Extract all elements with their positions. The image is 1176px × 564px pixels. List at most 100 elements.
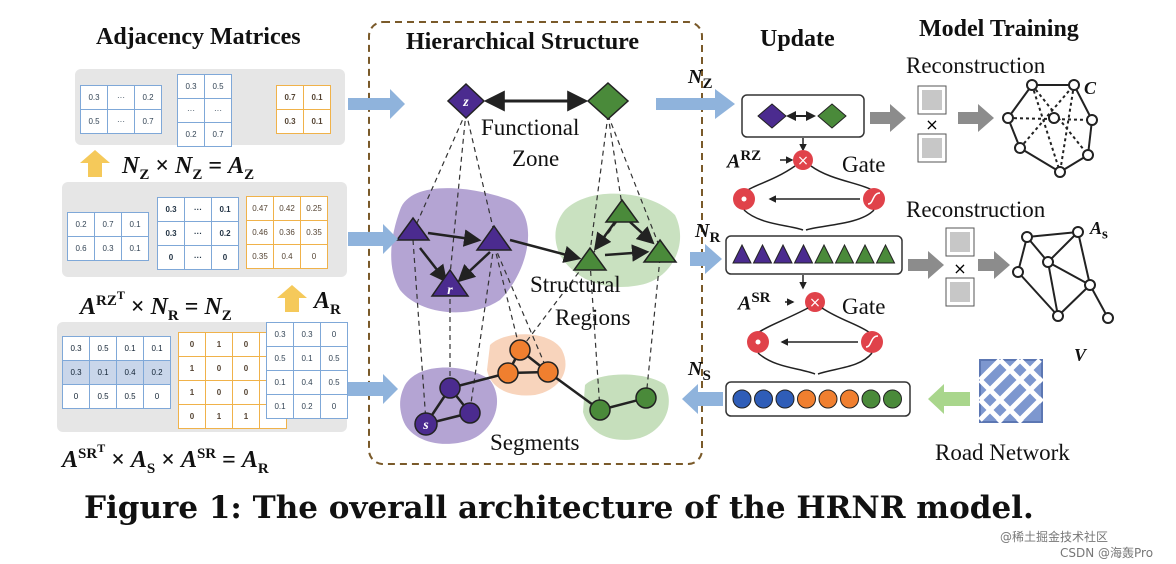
update-region-box <box>725 235 903 275</box>
label-asr: ASR <box>738 290 771 315</box>
segment-node <box>439 377 461 399</box>
update-region-node <box>773 243 793 264</box>
title-update: Update <box>760 26 835 52</box>
hierarchy-dashes <box>412 111 661 423</box>
matrix-cell: 0.3 <box>293 322 321 347</box>
region-node-r <box>430 268 470 297</box>
update-zone-node-green <box>817 103 847 129</box>
matrix-cell: 0.5 <box>89 384 117 409</box>
equation-1: NZ × NZ = AZ <box>122 153 255 183</box>
matrix-cell: 0.1 <box>121 212 149 237</box>
arrow-blue-3 <box>348 374 398 404</box>
matrix-cell: 0 <box>300 244 328 269</box>
matrix-cell: 0.3 <box>276 109 304 134</box>
arrow-gray-4 <box>978 251 1010 279</box>
matrix-cell: 0.7 <box>134 109 162 134</box>
matrix-cell: 1 <box>178 380 206 405</box>
arrow-blue-2 <box>348 224 398 254</box>
matrix-cell: ··· <box>184 221 212 246</box>
gate-sigmoid-2 <box>861 331 883 353</box>
update-region-node <box>834 243 855 264</box>
matrix-cell: 0 <box>211 245 239 270</box>
update-segment-node <box>732 389 752 409</box>
label-ns: NS <box>688 358 711 384</box>
matrix-cell: 0.4 <box>273 244 301 269</box>
equation-2: ARZT × NR = NZ <box>80 288 232 324</box>
arrow-ns <box>682 384 723 414</box>
update-segment-node <box>775 389 795 409</box>
matrix-cell: 0.3 <box>94 236 122 261</box>
matrix-cell: 0.3 <box>62 336 90 361</box>
matrix-cell: 0.5 <box>204 74 232 99</box>
matrix-cell: 0.1 <box>89 360 117 385</box>
matrix-cell: 0.4 <box>116 360 144 385</box>
gate-multiply-2-symbol: × <box>809 295 821 311</box>
matrix-cell: 0.3 <box>80 85 108 110</box>
matrix-cell: 0 <box>205 356 233 381</box>
watermark-juejin: @稀土掘金技术社区 <box>1000 530 1109 544</box>
svg-text:×: × <box>953 259 966 278</box>
arrow-gray-2 <box>958 104 994 132</box>
matrix-cell: 1 <box>205 404 233 429</box>
matrix-cell: ··· <box>184 197 212 222</box>
matrix-cell: 0.1 <box>293 346 321 371</box>
matrix-cell: 0 <box>232 356 260 381</box>
matrix-cell: 0.5 <box>320 370 348 395</box>
matrix-cell: 0 <box>320 394 348 419</box>
matrix-cell: ··· <box>204 98 232 123</box>
matrix-cell: 0.2 <box>67 212 95 237</box>
matrix-cell: 0.1 <box>116 336 144 361</box>
matrix-cell: 0.2 <box>134 85 162 110</box>
label-zone: Zone <box>512 146 560 171</box>
arrow-yellow-3 <box>277 285 307 312</box>
region-node-2 <box>475 224 513 251</box>
matrix-cell: 0.1 <box>211 197 239 222</box>
equation-2-tail: AR <box>314 288 341 318</box>
update-segment-node <box>754 389 773 409</box>
watermark-csdn: CSDN @海轰Pro <box>1060 546 1154 560</box>
matrix-cell: 0 <box>320 322 348 347</box>
graph-as <box>1012 226 1114 324</box>
gate-sigmoid-1 <box>863 188 885 210</box>
label-structural: Structural <box>530 272 621 297</box>
update-segment-node <box>840 389 859 409</box>
region-node-3 <box>604 198 640 223</box>
segment-node-s-label: s <box>422 418 429 433</box>
figure-caption: Figure 1: The overall architecture of th… <box>84 490 1034 526</box>
matrix-cell: 1 <box>232 404 260 429</box>
update-segment-row <box>732 389 902 409</box>
noise-squares-2: × <box>945 227 975 307</box>
label-reconstruction-2: Reconstruction <box>906 197 1046 222</box>
matrix-cell: 0.1 <box>121 236 149 261</box>
svg-text:×: × <box>925 115 938 134</box>
update-region-node <box>793 243 814 264</box>
matrix-cell: ··· <box>184 245 212 270</box>
matrix-cell: 0 <box>178 404 206 429</box>
arrow-gray-1 <box>870 104 906 132</box>
matrix-cell: 0 <box>232 380 260 405</box>
matrix-cell: 0.2 <box>143 360 171 385</box>
matrix-cell: ··· <box>107 109 135 134</box>
segment-node <box>537 361 559 383</box>
matrix-cell: 0.7 <box>204 122 232 147</box>
matrix-cell: ··· <box>107 85 135 110</box>
matrix-cell: 0 <box>62 384 90 409</box>
matrix-cell: 0.42 <box>273 196 301 221</box>
region-node-1 <box>395 216 431 241</box>
matrix-cell: 0.5 <box>320 346 348 371</box>
update-zone-node-purple <box>757 103 787 129</box>
matrix-cell: 0.5 <box>89 336 117 361</box>
matrix-cell: 0 <box>205 380 233 405</box>
label-regions: Regions <box>555 305 631 330</box>
matrix-cell: 0.1 <box>303 109 331 134</box>
label-nr: NR <box>695 220 721 246</box>
matrix-cell: 0 <box>143 384 171 409</box>
arrow-nz <box>656 89 735 119</box>
title-model-training: Model Training <box>919 16 1079 42</box>
